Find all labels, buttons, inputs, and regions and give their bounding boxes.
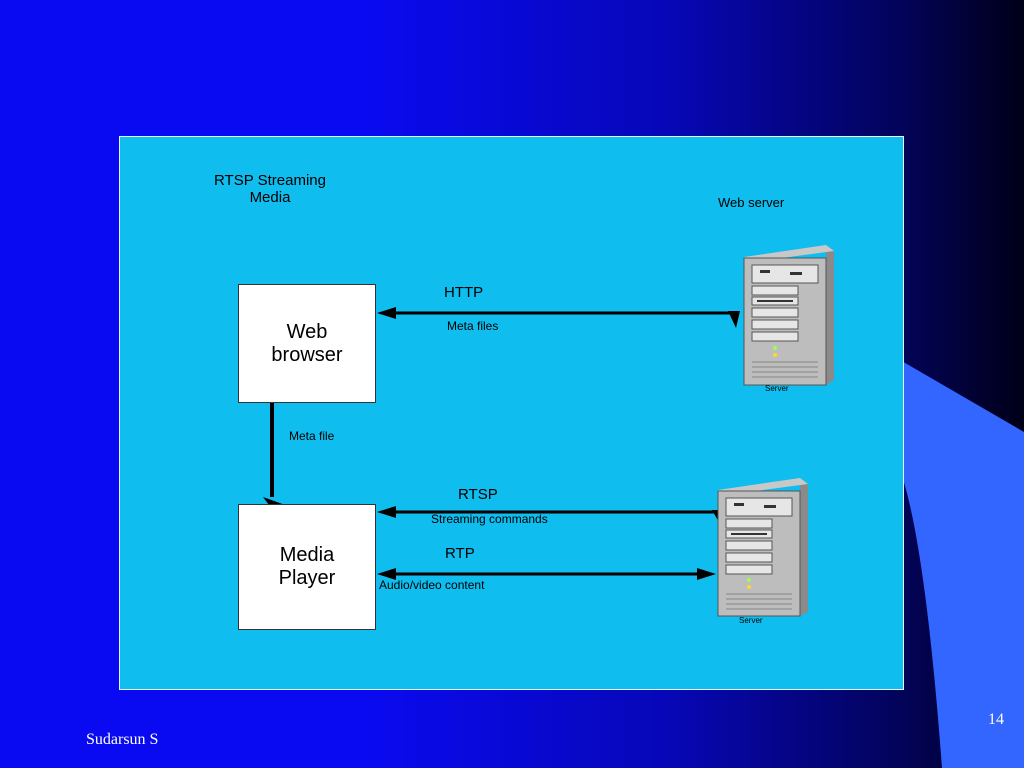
server-caption: Server <box>739 616 763 625</box>
rtsp-label: RTSP <box>458 486 498 503</box>
rtp-arrow-head-right <box>697 568 716 580</box>
rtsp-sublabel: Streaming commands <box>431 512 548 526</box>
rtsp-arrow-head <box>377 506 396 518</box>
author-footer: Sudarsun S <box>86 731 159 748</box>
rtp-label: RTP <box>445 545 475 562</box>
web-browser-label: Web browser <box>271 320 343 366</box>
web-server-label: Web server <box>718 195 785 210</box>
diagram-title: RTSP Streaming Media <box>214 172 326 206</box>
rtp-arrow-head-left <box>377 568 396 580</box>
rtp-sublabel: Audio/video content <box>379 578 485 592</box>
http-label: HTTP <box>444 284 484 301</box>
media-player-label: Media Player <box>278 544 336 589</box>
media-player-node: Media Player <box>238 504 376 630</box>
meta-file-label: Meta file <box>289 429 335 443</box>
server-tower-icon <box>743 245 834 386</box>
http-sublabel: Meta files <box>447 319 499 333</box>
page-number: 14 <box>988 711 1004 728</box>
accent-curve-shape <box>900 360 1024 768</box>
server-tower-icon <box>717 478 808 617</box>
server-caption: Server <box>765 384 789 393</box>
http-arrow-tail <box>728 311 740 328</box>
web-browser-node: Web browser <box>238 284 376 403</box>
http-arrow-head <box>377 307 396 319</box>
